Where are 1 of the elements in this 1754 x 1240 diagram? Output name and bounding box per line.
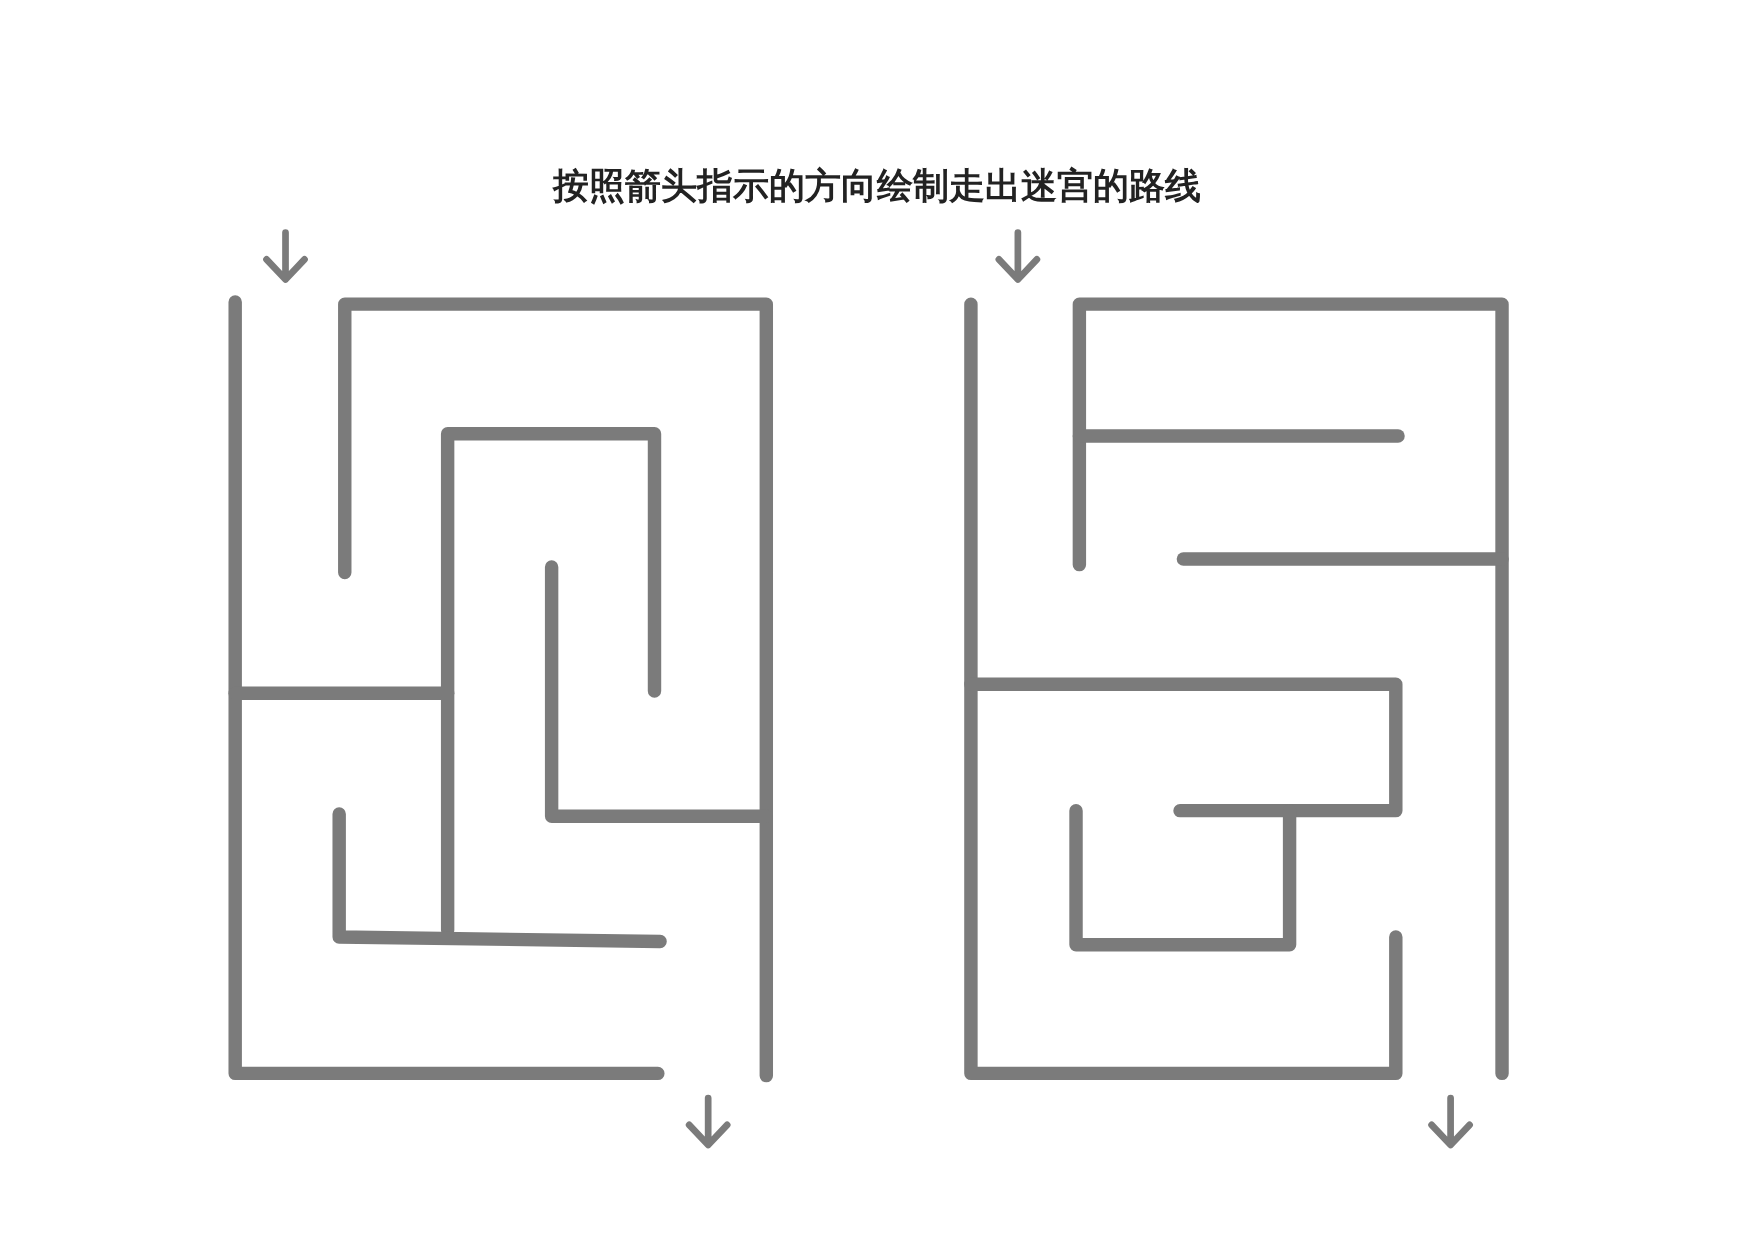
title: 按照箭头指示的方向绘制走出迷宫的路线	[553, 164, 1201, 208]
